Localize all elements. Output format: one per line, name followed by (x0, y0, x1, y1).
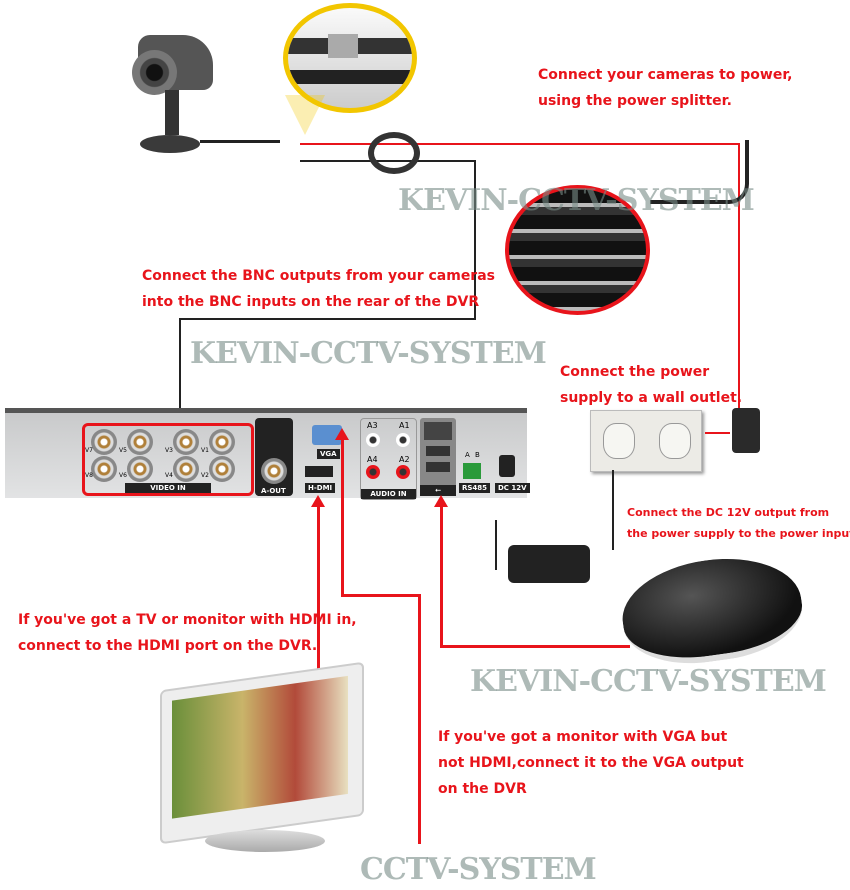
channel-label: V4 (165, 472, 173, 479)
usb-icon: ⭠ (420, 485, 456, 496)
hdmi-port[interactable] (305, 466, 333, 477)
watermark: KEVIN-CCTV-SYSTEM (470, 664, 827, 699)
text-line: If you've got a TV or monitor with HDMI … (18, 612, 357, 628)
monitor-screen (172, 675, 348, 819)
audio-a4-label: A4 (367, 455, 378, 464)
channel-label: V8 (85, 472, 93, 479)
text-line: the power supply to the power input (627, 527, 850, 540)
text-line: Connect the power (560, 364, 710, 380)
text-line: on the DVR (438, 781, 527, 797)
audio-a1-label: A1 (399, 421, 410, 430)
audio-a2-label: A2 (399, 455, 410, 464)
watermark: KEVIN-CCTV-SYSTEM (398, 183, 755, 218)
audio-a3-label: A3 (367, 421, 378, 430)
channel-label: V7 (85, 447, 93, 454)
audio-in-label: AUDIO IN (361, 489, 416, 499)
power-adapter (732, 408, 760, 453)
monitor-stand (205, 830, 325, 852)
usb-line (440, 502, 443, 647)
text-line: Connect the DC 12V output from (627, 506, 830, 519)
usb-port[interactable] (426, 446, 450, 456)
channel-label: V2 (201, 472, 209, 479)
connector-zoom-circle (283, 3, 417, 113)
watermark: CCTV-SYSTEM (360, 852, 597, 887)
dc-power-jack[interactable] (499, 455, 515, 477)
video-in-label: VIDEO IN (125, 483, 211, 493)
cable-coil (368, 132, 420, 174)
text-line: Connect the BNC outputs from your camera… (142, 268, 495, 284)
power-splitter (650, 140, 749, 204)
text-line: supply to a wall outlet. (560, 390, 743, 406)
channel-label: V5 (119, 447, 127, 454)
bullet-camera (130, 30, 220, 160)
a-out-port: A-OUT (255, 418, 293, 496)
dc-power-text: Connect the DC 12V output from the power… (627, 502, 850, 544)
power-brick (508, 545, 590, 583)
vga-line (341, 434, 344, 596)
a-out-label: A-OUT (258, 486, 289, 496)
hdmi-line (317, 502, 320, 672)
hdmi-text: If you've got a TV or monitor with HDMI … (18, 607, 357, 659)
watermark: KEVIN-CCTV-SYSTEM (190, 336, 547, 371)
rs485-label: RS485 (459, 483, 491, 493)
wall-outlet-text: Connect the power supply to a wall outle… (560, 359, 742, 411)
lan-usb-group: ⭠ (420, 418, 456, 496)
camera-power-text: Connect your cameras to power, using the… (538, 62, 792, 114)
connector-zoom-red-circle (505, 185, 650, 315)
channel-label: V1 (201, 447, 209, 454)
channel-label: V3 (165, 447, 173, 454)
usb-port[interactable] (426, 462, 450, 472)
monitor (160, 661, 364, 845)
text-line: using the power splitter. (538, 93, 732, 109)
hdmi-label: H-DMI (305, 483, 336, 493)
text-line: Connect your cameras to power, (538, 67, 793, 83)
vga-port[interactable] (312, 425, 342, 445)
mouse (615, 547, 809, 674)
ethernet-port[interactable] (424, 422, 452, 440)
text-line: If you've got a monitor with VGA but (438, 729, 728, 745)
rs485-a-label: A (465, 451, 470, 459)
vga-label: VGA (317, 449, 340, 459)
vga-text: If you've got a monitor with VGA but not… (438, 724, 744, 802)
channel-label: V6 (119, 472, 127, 479)
audio-in-group: A3 A1 A4 A2 AUDIO IN (360, 418, 417, 500)
bnc-text: Connect the BNC outputs from your camera… (142, 263, 495, 315)
text-line: not HDMI,connect it to the VGA output (438, 755, 744, 771)
rs485-b-label: B (475, 451, 480, 459)
dc-12v-label: DC 12V (495, 483, 530, 493)
text-line: into the BNC inputs on the rear of the D… (142, 294, 480, 310)
wall-outlet (590, 410, 702, 472)
rs485-terminal (463, 463, 481, 479)
text-line: connect to the HDMI port on the DVR. (18, 638, 318, 654)
